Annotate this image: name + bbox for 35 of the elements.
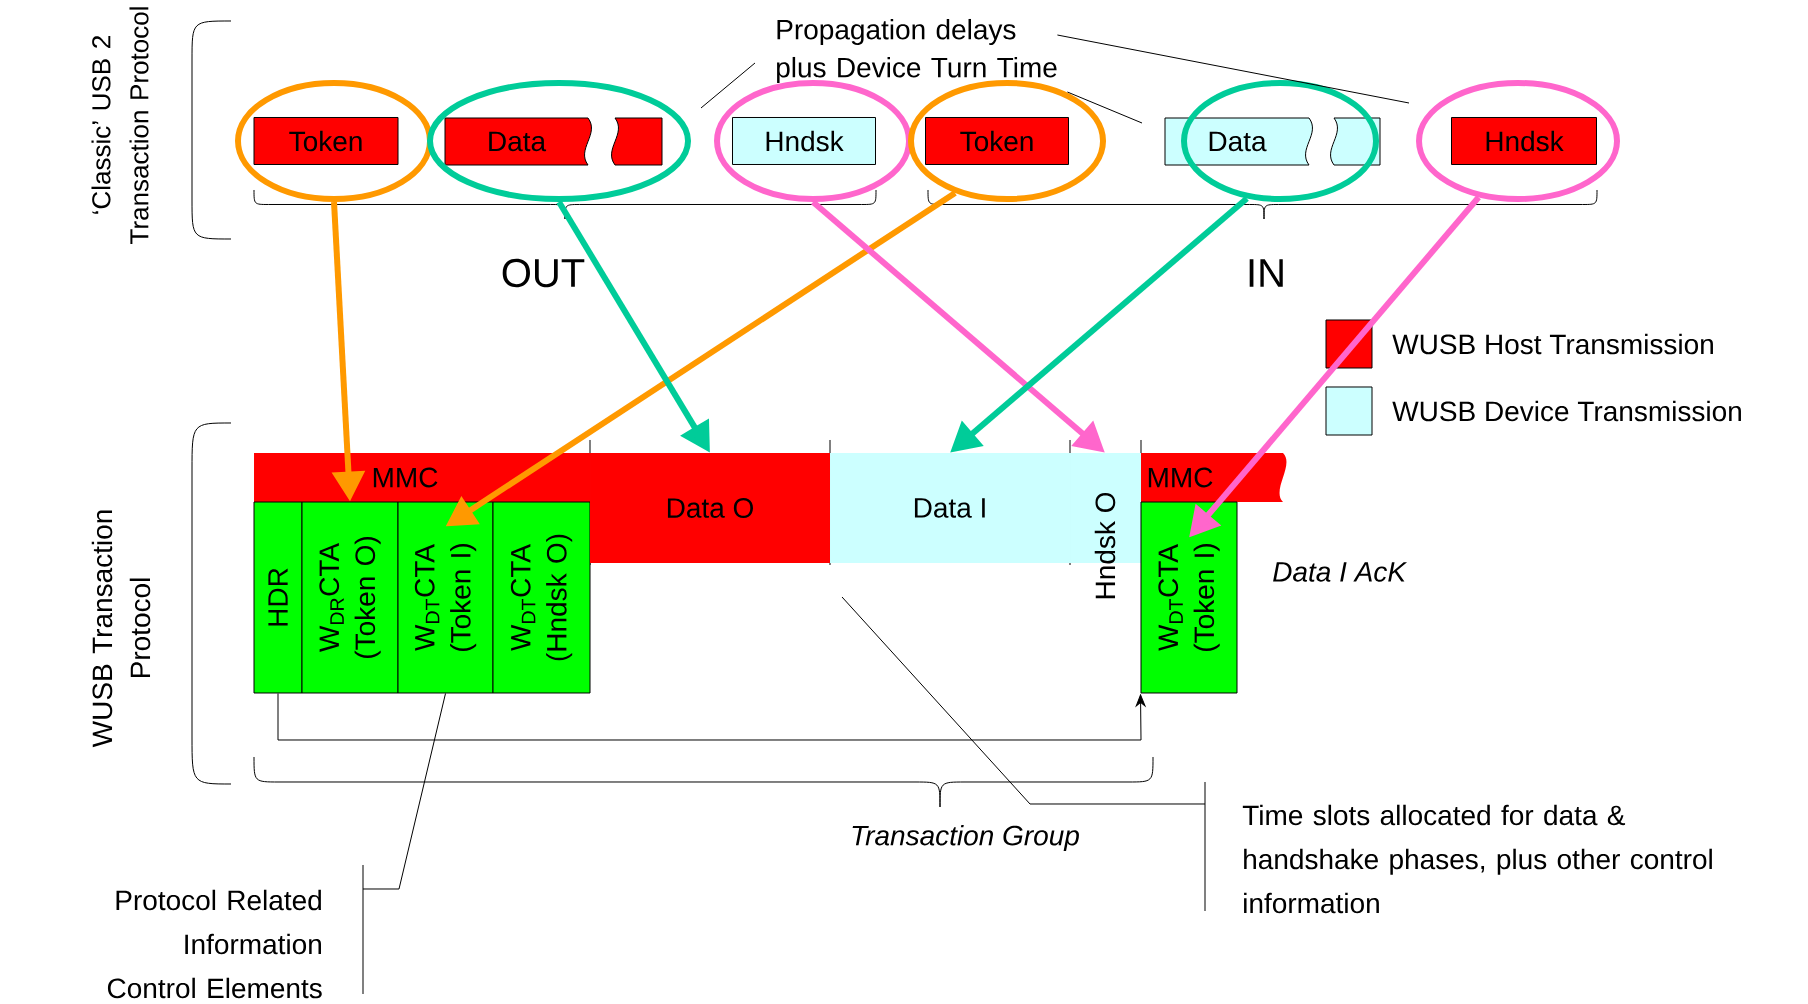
packet-box: Data xyxy=(1164,117,1381,166)
highlight-ellipse xyxy=(427,80,691,202)
axis-label: ‘Classic’ USB 2 Transaction Protocol xyxy=(91,7,149,244)
packet-box: Hndsk xyxy=(732,117,876,165)
group-label: IN xyxy=(1249,259,1283,287)
packet-box: Token xyxy=(253,117,399,165)
highlight-ellipse xyxy=(235,80,433,202)
time-slot-bar: Data O xyxy=(590,453,830,563)
leader-line xyxy=(1066,91,1143,124)
annotation-text: Protocol Related Information Control Elements xyxy=(107,889,322,999)
highlight-ellipse xyxy=(1181,80,1379,202)
time-slot-bar: Hndsk O xyxy=(1070,453,1141,599)
packet-box: Data xyxy=(444,117,663,166)
highlight-ellipse xyxy=(1416,80,1620,202)
group-label: OUT xyxy=(502,258,585,288)
node-label: Hndsk O xyxy=(1094,492,1116,599)
control-element-box: HDR xyxy=(253,501,303,694)
leader-line xyxy=(1056,34,1410,104)
leader-line xyxy=(700,62,756,109)
annotation-text: Propagation delays plus Device Turn Time xyxy=(777,18,1057,84)
packet-box: Token xyxy=(925,117,1069,165)
band-label: MMC xyxy=(373,467,438,488)
legend-label: WUSB Device Transmission xyxy=(1392,400,1741,422)
leader-line xyxy=(841,596,1206,805)
legend-label: WUSB Host Transmission xyxy=(1392,333,1713,355)
brace-label: Transaction Group xyxy=(852,824,1079,852)
axis-label: WUSB Transaction Protocol xyxy=(91,510,151,748)
annotation-text: Time slots allocated for data & handshake phases, plus other control information xyxy=(1242,804,1712,914)
note-text: Data I AcK xyxy=(1273,562,1408,582)
arrow xyxy=(277,693,1146,741)
leader-line xyxy=(362,693,446,890)
node-label: Data I xyxy=(914,498,985,518)
band-label: MMC xyxy=(1148,467,1213,488)
packet-box: Hndsk xyxy=(1451,117,1597,165)
highlight-ellipse xyxy=(908,80,1106,202)
